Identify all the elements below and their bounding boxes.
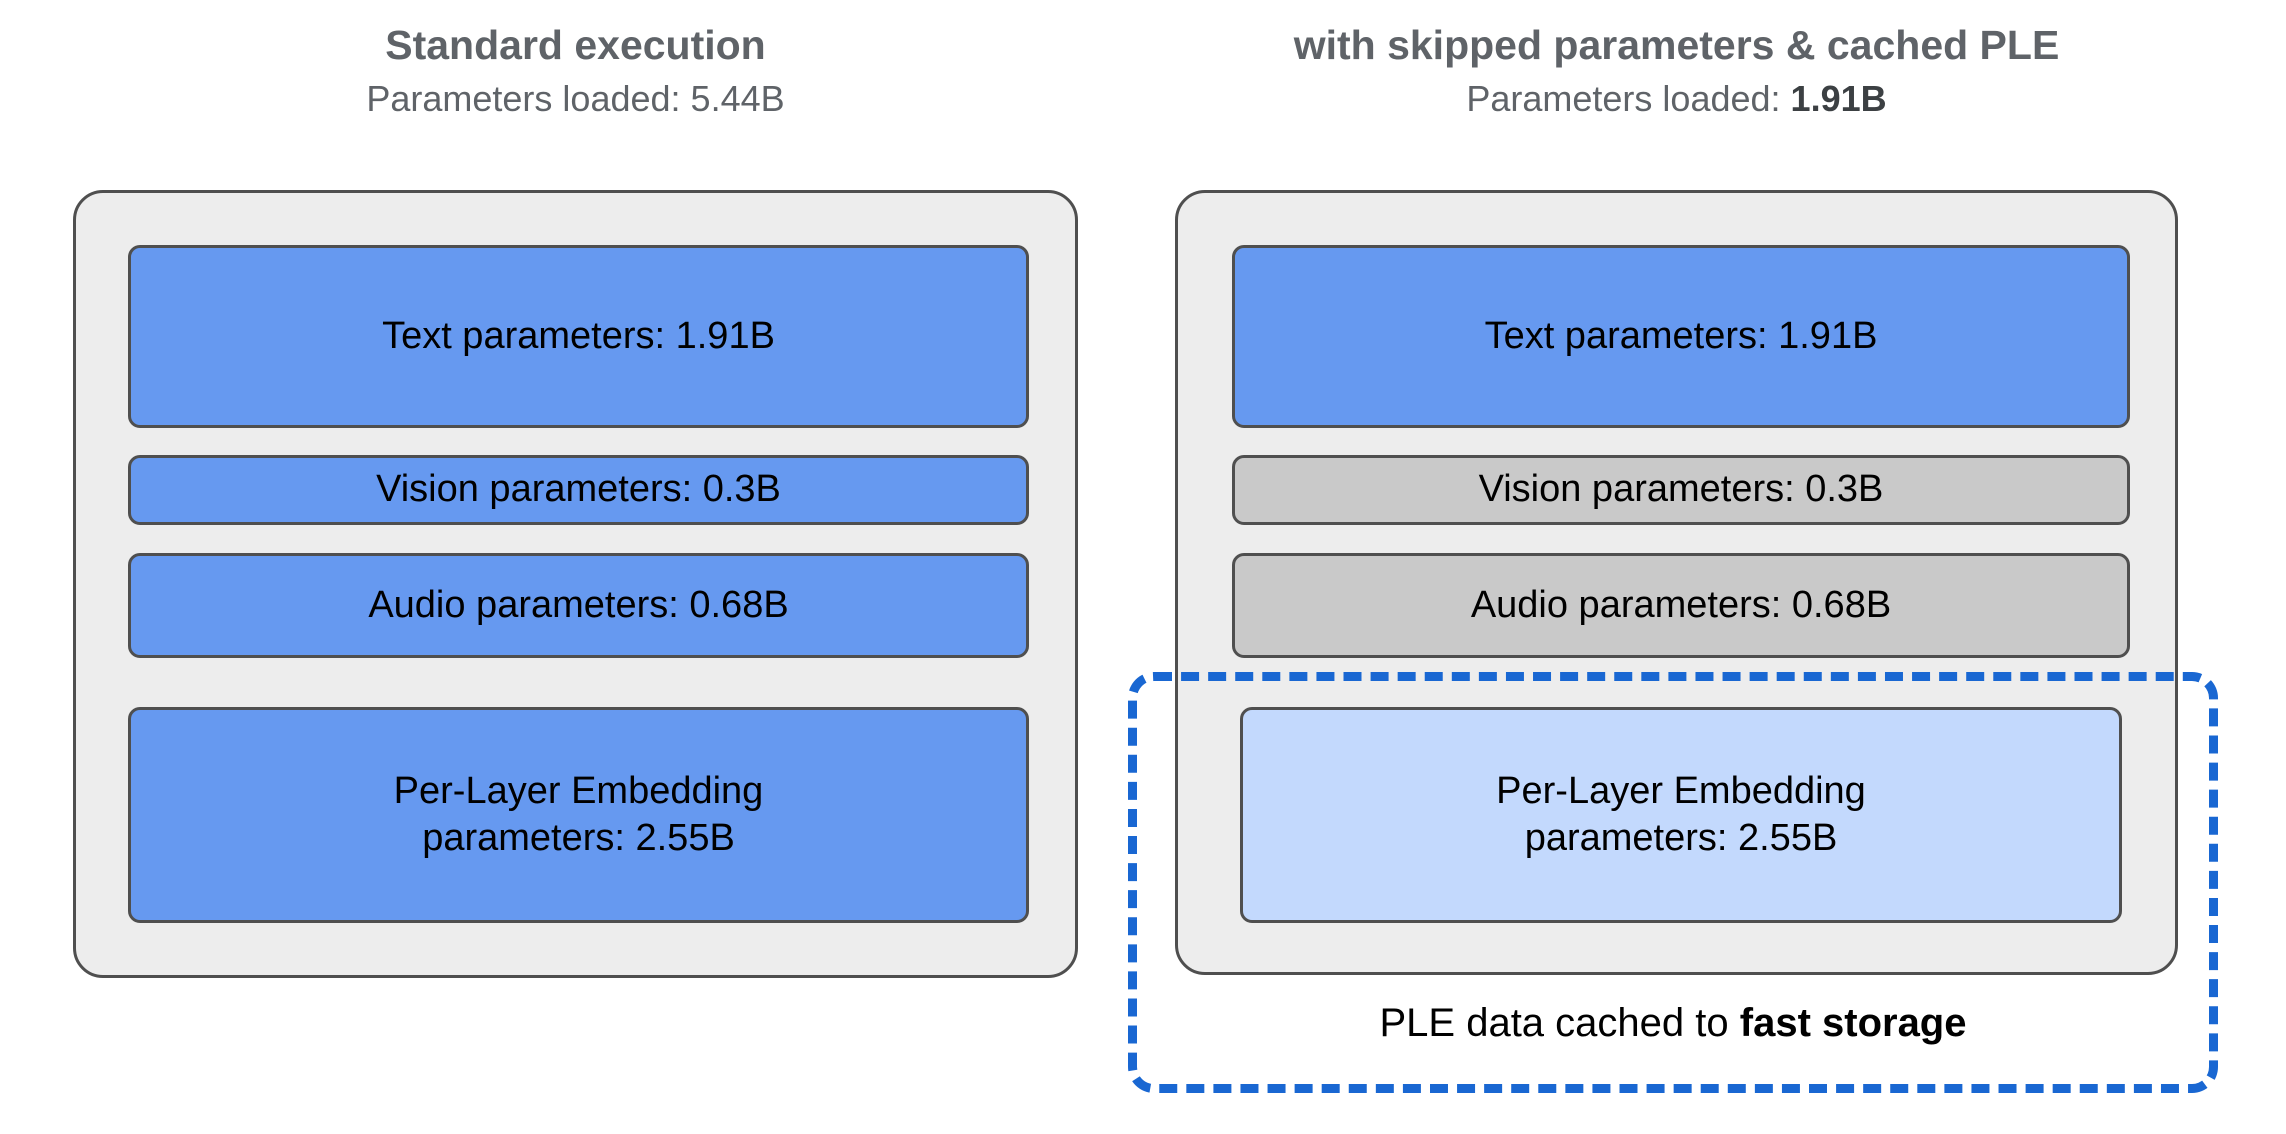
right-ple-label-line1: Per-Layer Embedding <box>1496 769 1866 812</box>
right-box-audio-parameters-skipped: Audio parameters: 0.68B <box>1232 553 2130 658</box>
right-box-ple-parameters-cached: Per-Layer Embedding parameters: 2.55B <box>1240 707 2122 923</box>
left-ple-label: Per-Layer Embedding parameters: 2.55B <box>394 768 764 863</box>
cache-region-caption: PLE data cached to fast storage <box>1128 1001 2218 1046</box>
right-column-title: with skipped parameters & cached PLE <box>1293 22 2060 68</box>
right-subtitle-value: 1.91B <box>1790 78 1887 119</box>
left-ple-label-line2: parameters: 2.55B <box>422 817 735 859</box>
left-subtitle-prefix: Parameters loaded: <box>366 78 691 119</box>
left-column-title: Standard execution <box>385 22 766 68</box>
right-ple-label-line2: parameters: 2.55B <box>1524 817 1838 859</box>
right-ple-label: Per-Layer Embedding parameters: 2.55B <box>1496 768 1866 863</box>
cache-caption-prefix: PLE data cached to <box>1379 1001 1740 1045</box>
left-box-audio-parameters: Audio parameters: 0.68B <box>128 553 1029 658</box>
left-ple-label-line1: Per-Layer Embedding <box>393 769 764 812</box>
cache-caption-strong: fast storage <box>1739 1001 1967 1045</box>
left-column-subtitle: Parameters loaded: 5.44B <box>73 78 1078 120</box>
left-box-ple-parameters: Per-Layer Embedding parameters: 2.55B <box>128 707 1029 923</box>
left-box-vision-parameters: Vision parameters: 0.3B <box>128 455 1029 525</box>
left-box-text-parameters: Text parameters: 1.91B <box>128 245 1029 428</box>
right-column-subtitle: Parameters loaded: 1.91B <box>1175 78 2178 120</box>
right-box-text-parameters: Text parameters: 1.91B <box>1232 245 2130 428</box>
right-subtitle-prefix: Parameters loaded: <box>1466 78 1791 119</box>
left-subtitle-value: 5.44B <box>690 78 785 119</box>
right-box-vision-parameters-skipped: Vision parameters: 0.3B <box>1232 455 2130 525</box>
